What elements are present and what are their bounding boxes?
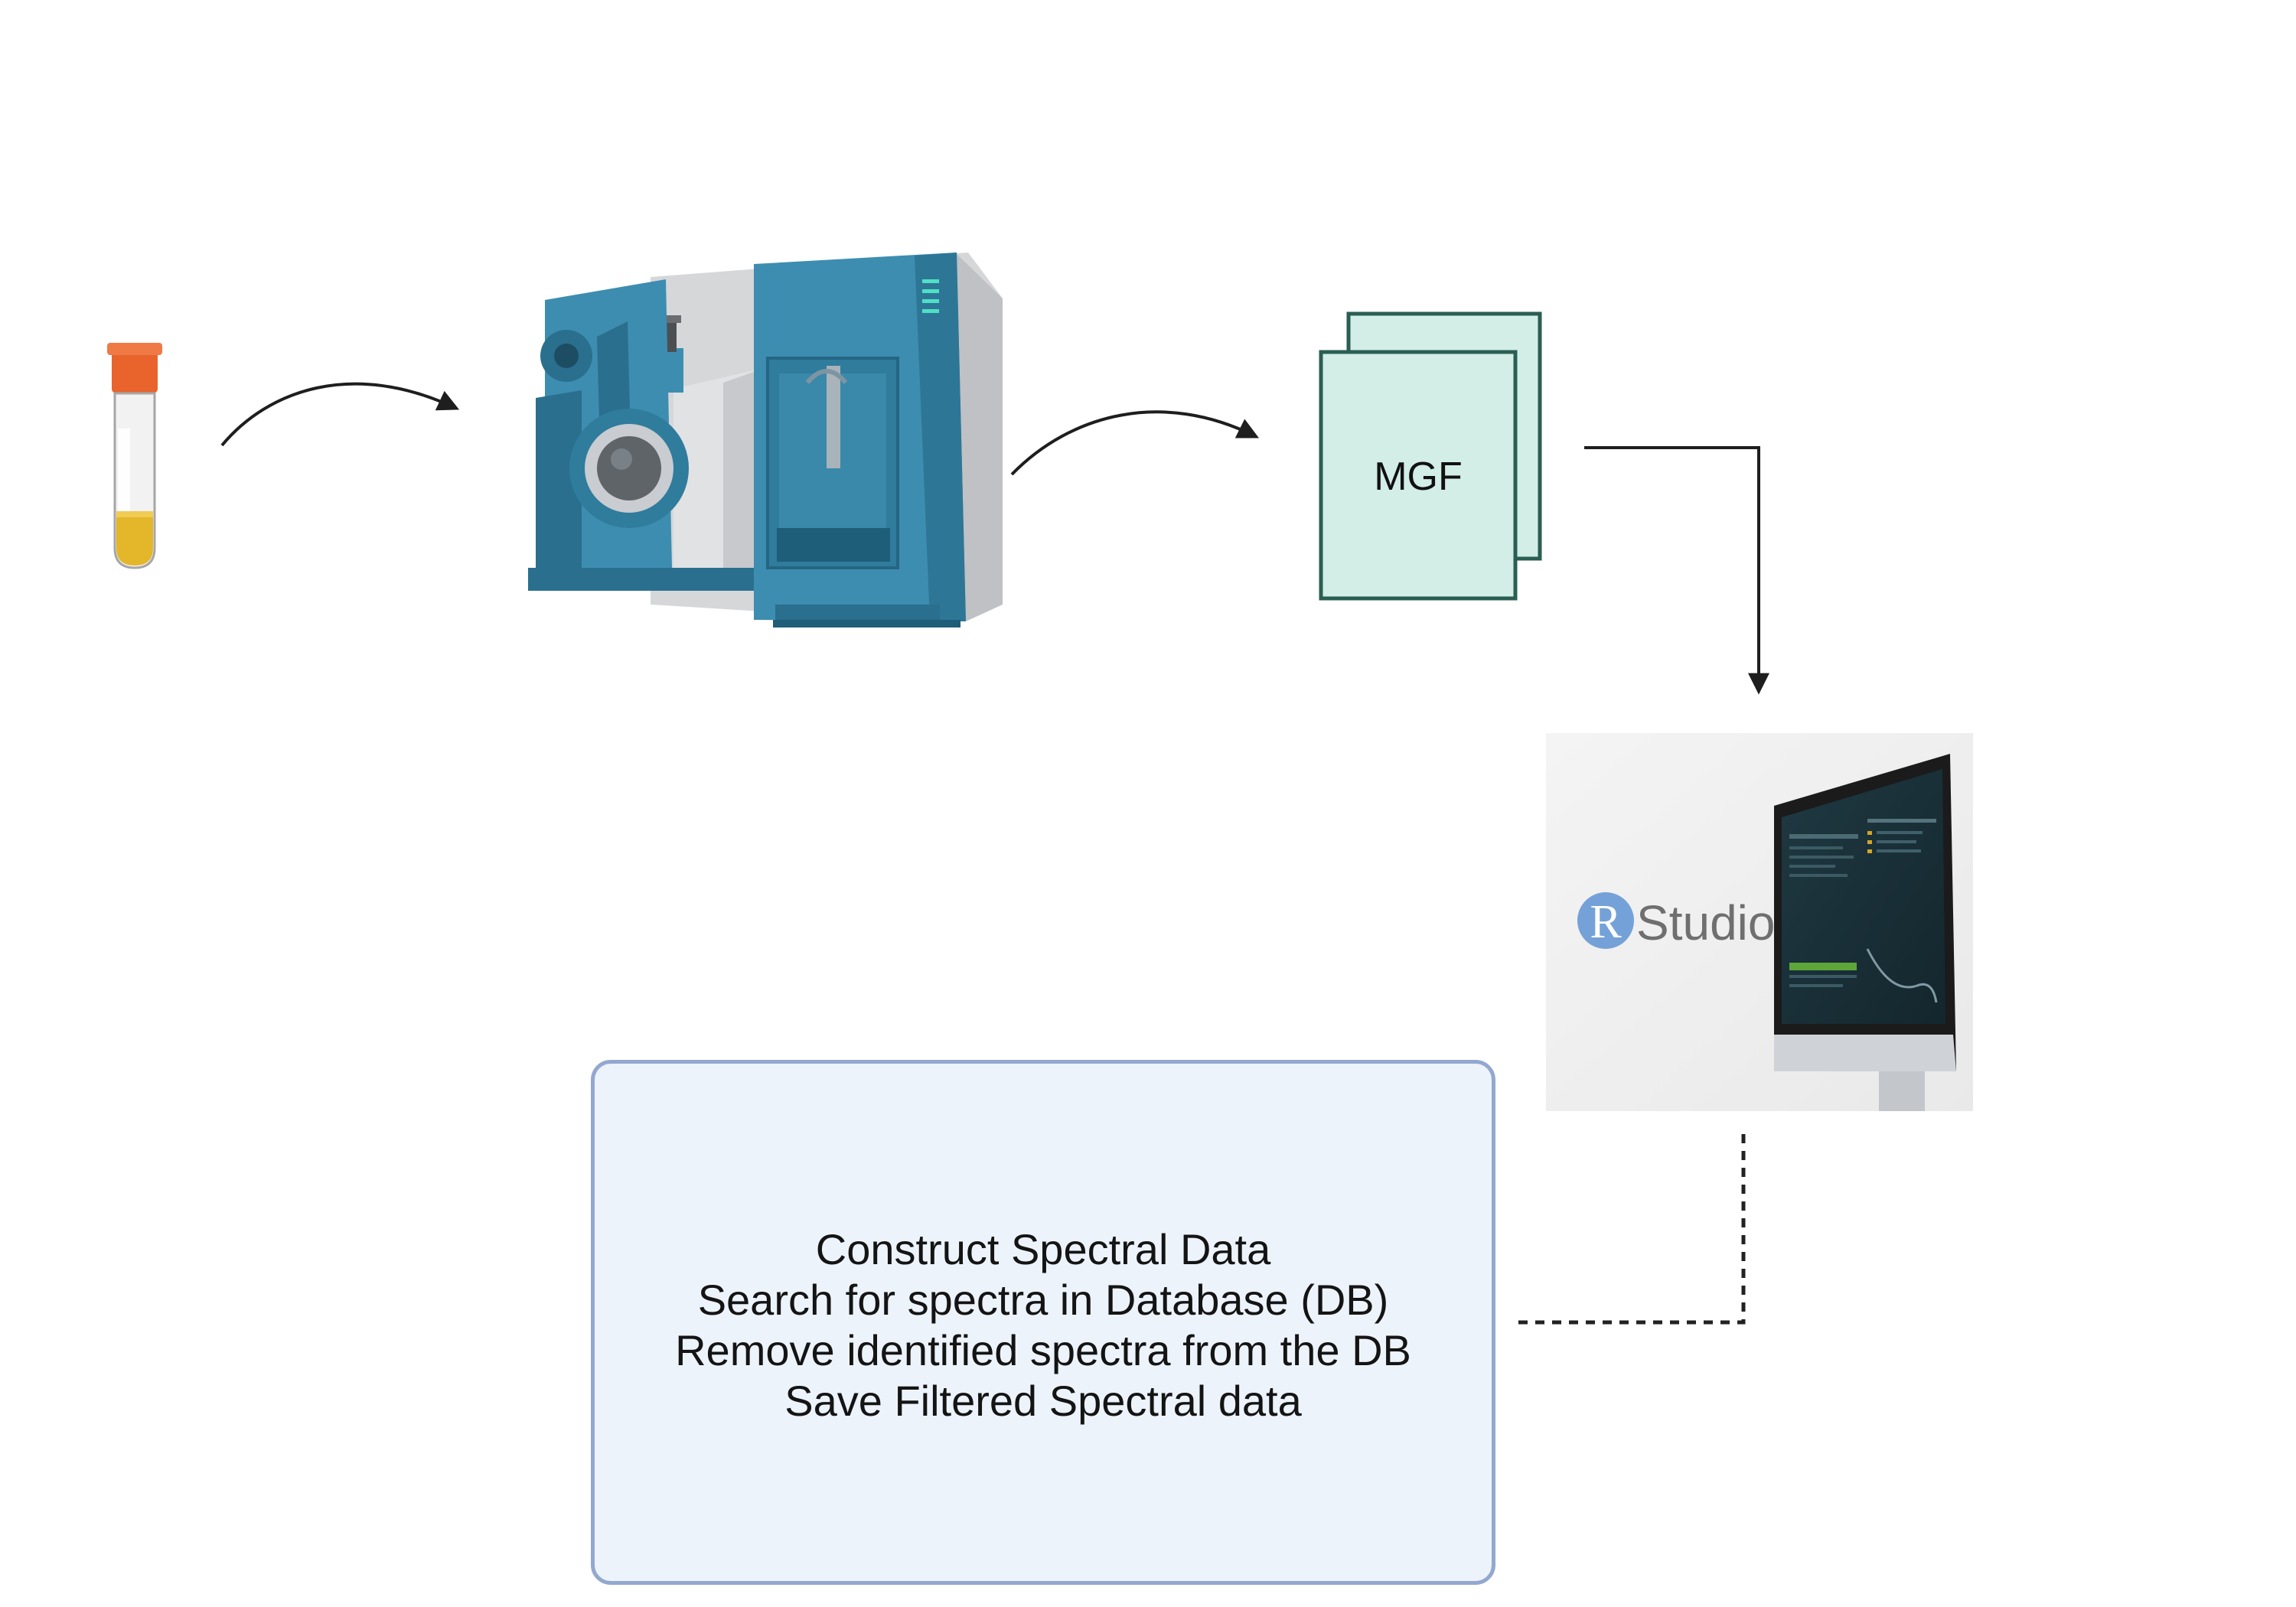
monitor-icon xyxy=(1774,754,1956,1111)
sample-tube-icon xyxy=(107,343,162,569)
processing-steps-box: Construct Spectral Data Search for spect… xyxy=(591,1060,1495,1585)
rstudio-panel: R Studio xyxy=(1546,733,1973,1111)
mgf-label: MGF xyxy=(1374,455,1463,499)
step-remove-identified-spectra: Remove identified spectra from the DB xyxy=(675,1326,1411,1374)
arrow-tube-to-instrument xyxy=(220,382,460,447)
rstudio-logo: R Studio xyxy=(1577,892,1775,950)
rstudio-r-letter: R xyxy=(1590,896,1622,948)
mass-spectrometer-icon xyxy=(528,253,1003,627)
step-save-filtered-data: Save Filtered Spectral data xyxy=(784,1377,1302,1425)
mgf-document-stack: MGF xyxy=(1319,311,1542,601)
arrow-instrument-to-mgf xyxy=(1010,410,1260,476)
rstudio-r-badge xyxy=(1577,892,1634,949)
arrow-mgf-to-rstudio xyxy=(1584,446,1769,695)
step-search-database: Search for spectra in Database (DB) xyxy=(697,1276,1389,1324)
dashed-connector-rstudio-to-steps xyxy=(1518,1134,1746,1325)
step-construct-spectral-data: Construct Spectral Data xyxy=(815,1225,1271,1273)
rstudio-wordmark: Studio xyxy=(1636,895,1775,950)
